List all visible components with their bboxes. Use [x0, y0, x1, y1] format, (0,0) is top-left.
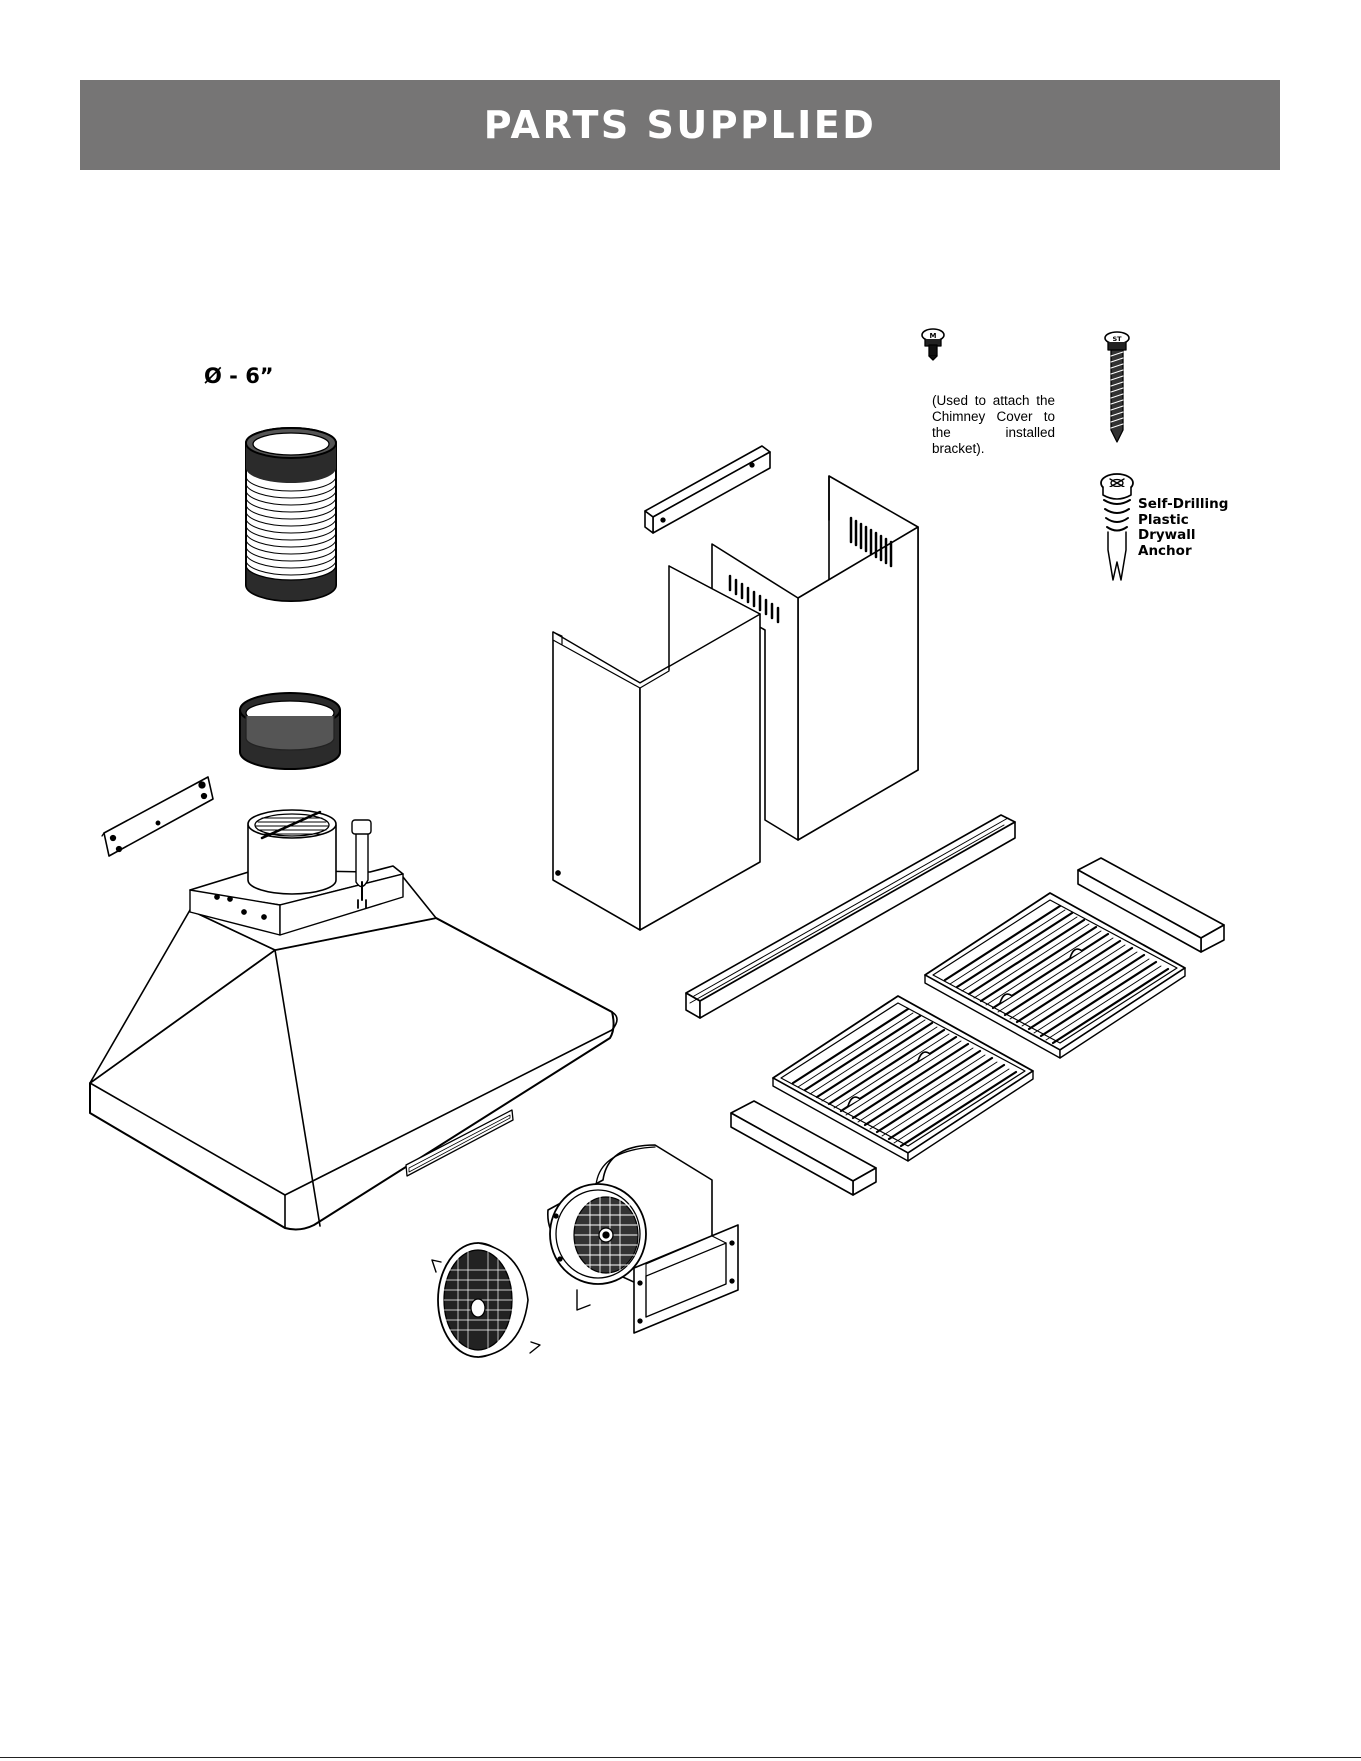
wall-bracket-icon	[102, 777, 213, 856]
charcoal-filter-icon	[432, 1243, 540, 1357]
wood-screw-head-mark: ST	[1112, 335, 1122, 343]
chimney-bracket-icon	[645, 446, 770, 533]
blower-motor-icon	[548, 1145, 738, 1333]
screw-icon: M	[922, 329, 944, 360]
range-hood-icon	[90, 810, 617, 1229]
duct-collar-icon	[240, 693, 340, 769]
screw-head-mark: M	[930, 332, 937, 340]
page-bottom-rule	[0, 1757, 1361, 1758]
chimney-cover-icon	[553, 566, 760, 930]
wood-screw-icon: ST	[1105, 332, 1129, 442]
drywall-anchor-icon	[1101, 474, 1133, 580]
flexible-duct-icon	[246, 428, 336, 601]
